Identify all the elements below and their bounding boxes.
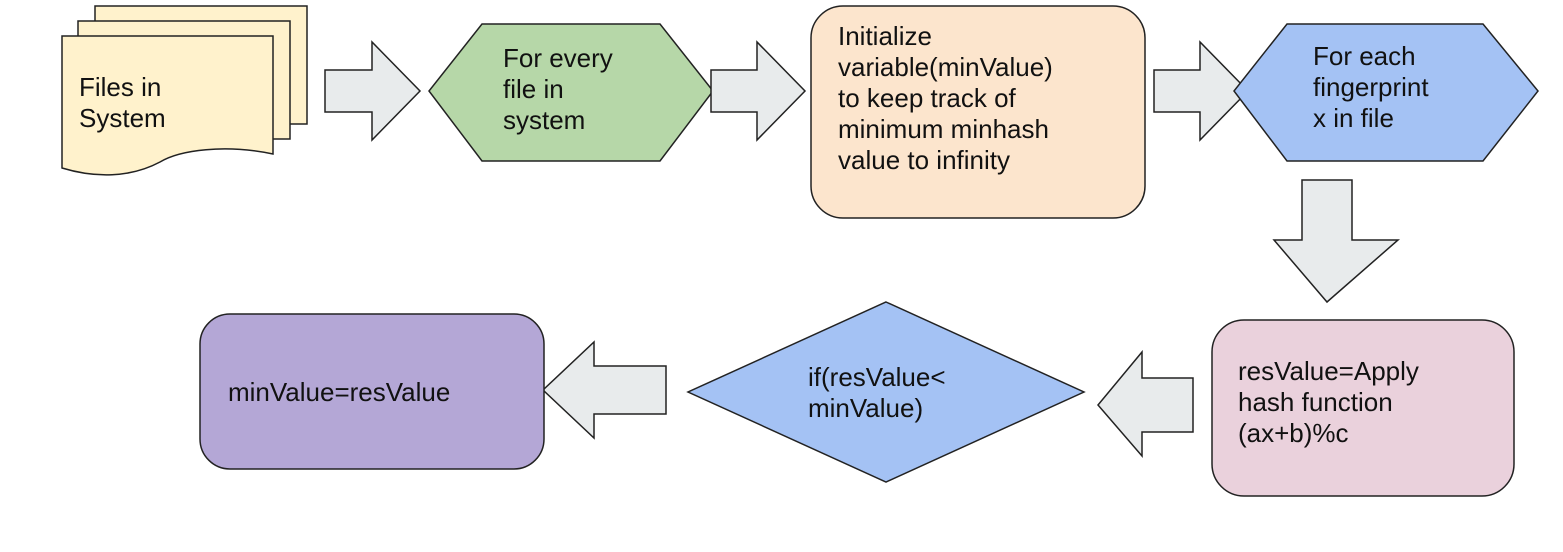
node-apply-hash-label: resValue=Apply hash function (ax+b)%c [1238, 356, 1419, 448]
node-compare-shape[interactable] [686, 301, 1086, 483]
node-compare-label: if(resValue< minValue) [808, 362, 946, 423]
node-every-file-shape[interactable] [428, 23, 714, 162]
node-each-fp-label: For each fingerprint x in file [1313, 41, 1429, 133]
arrow-each-fingerprint-to-hash [1272, 179, 1400, 304]
node-assign-label: minValue=resValue [228, 377, 451, 407]
node-files-label: Files in System [79, 72, 166, 133]
arrow-init-to-each-fingerprint [1153, 40, 1250, 142]
arrow-compare-to-assign [541, 340, 667, 440]
node-assign-shape[interactable] [199, 313, 545, 470]
node-every-file-label: For every file in system [503, 43, 613, 135]
node-init-min-label: Initialize variable(minValue) to keep tr… [838, 21, 1053, 175]
node-each-fp-shape[interactable] [1233, 23, 1539, 162]
node-apply-hash-shape[interactable] [1211, 319, 1515, 497]
node-init-min-shape[interactable] [810, 5, 1146, 219]
node-files-shape[interactable] [61, 5, 308, 176]
arrow-every-file-to-init [710, 40, 807, 142]
arrow-files-to-every-file [324, 40, 422, 142]
arrow-hash-to-compare [1097, 349, 1194, 459]
